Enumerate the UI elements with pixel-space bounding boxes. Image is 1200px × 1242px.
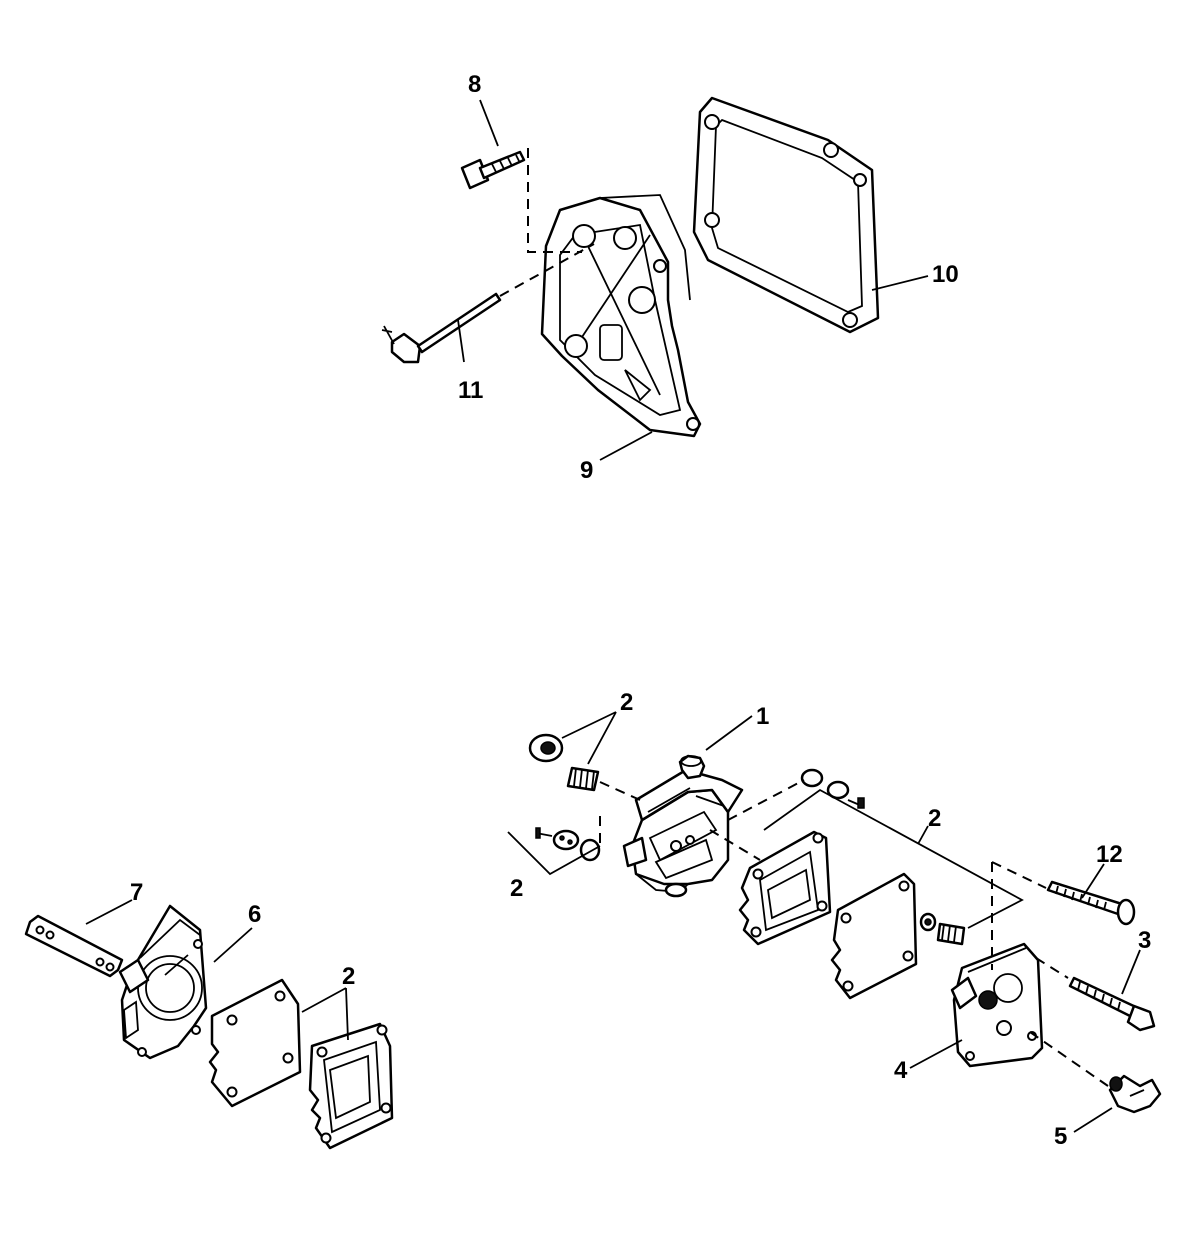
leader-5 — [1073, 1107, 1113, 1133]
alignment-line-body-to-gasket — [709, 829, 761, 861]
callout-3: 3 — [1138, 927, 1151, 954]
leader-2-bracket-tick — [917, 825, 929, 845]
pump-body-part-1 — [622, 754, 744, 898]
callout-11: 11 — [458, 377, 483, 404]
spring-part-2-top — [566, 766, 600, 792]
bracket-2-right — [763, 788, 1024, 929]
alignment-line-body-to-right-valves — [727, 779, 805, 821]
callout-8: 8 — [468, 71, 481, 98]
callout-1: 1 — [756, 703, 769, 730]
pump-cover-part-4 — [950, 942, 1044, 1068]
leader-1 — [705, 715, 753, 751]
leader-9 — [599, 431, 653, 461]
leader-2-top — [561, 711, 617, 765]
callout-2-right: 2 — [928, 805, 941, 832]
alignment-line-valves-to-body — [599, 781, 641, 801]
callout-12: 12 — [1096, 841, 1123, 868]
alignment-line-cover-to-screw-3 — [1035, 957, 1069, 979]
elbow-fitting-part-5 — [1108, 1074, 1162, 1114]
gasket-part-2-left-b — [308, 1022, 394, 1150]
cap-part-2 — [528, 733, 564, 763]
rod-part-11 — [381, 292, 502, 364]
upper-alignment-line-screw — [527, 148, 582, 253]
screw-part-3 — [1068, 976, 1156, 1032]
leader-2-left — [301, 987, 349, 1041]
callout-10: 10 — [932, 261, 959, 288]
callout-2-lower-left: 2 — [510, 875, 523, 902]
callout-6: 6 — [248, 901, 261, 928]
cover-plate-part-9 — [540, 194, 702, 438]
leader-7 — [85, 899, 133, 925]
screw-part-8 — [460, 150, 526, 190]
gasket-part-2-middle — [738, 830, 832, 946]
spring-part-2-lower — [919, 912, 966, 946]
strap-part-7 — [24, 914, 124, 978]
upper-alignment-line-rod — [499, 243, 595, 297]
leader-10 — [871, 275, 929, 291]
callout-9: 9 — [580, 457, 593, 484]
bracket-2-lower-left — [507, 831, 601, 876]
leader-8 — [479, 99, 499, 147]
callout-2-left: 2 — [342, 963, 355, 990]
leader-6 — [213, 927, 253, 963]
callout-4: 4 — [894, 1057, 908, 1084]
diaphragm-part-2-middle — [830, 872, 918, 1000]
callout-2-top: 2 — [620, 689, 633, 716]
alignment-line-cover-to-screw-12 — [991, 861, 1047, 889]
housing-part-6 — [118, 904, 208, 1060]
gasket-part-10 — [692, 96, 880, 334]
long-screw-part-12 — [1046, 880, 1136, 926]
diaphragm-part-2-left-a — [208, 978, 302, 1108]
callout-7: 7 — [130, 879, 143, 906]
valve-set-part-2-left — [535, 827, 601, 862]
leader-4 — [909, 1039, 963, 1069]
valve-set-part-2-right — [800, 768, 865, 809]
leader-11 — [457, 319, 465, 363]
callout-5: 5 — [1054, 1123, 1067, 1150]
leader-12 — [1081, 863, 1105, 899]
leader-3 — [1121, 949, 1141, 995]
